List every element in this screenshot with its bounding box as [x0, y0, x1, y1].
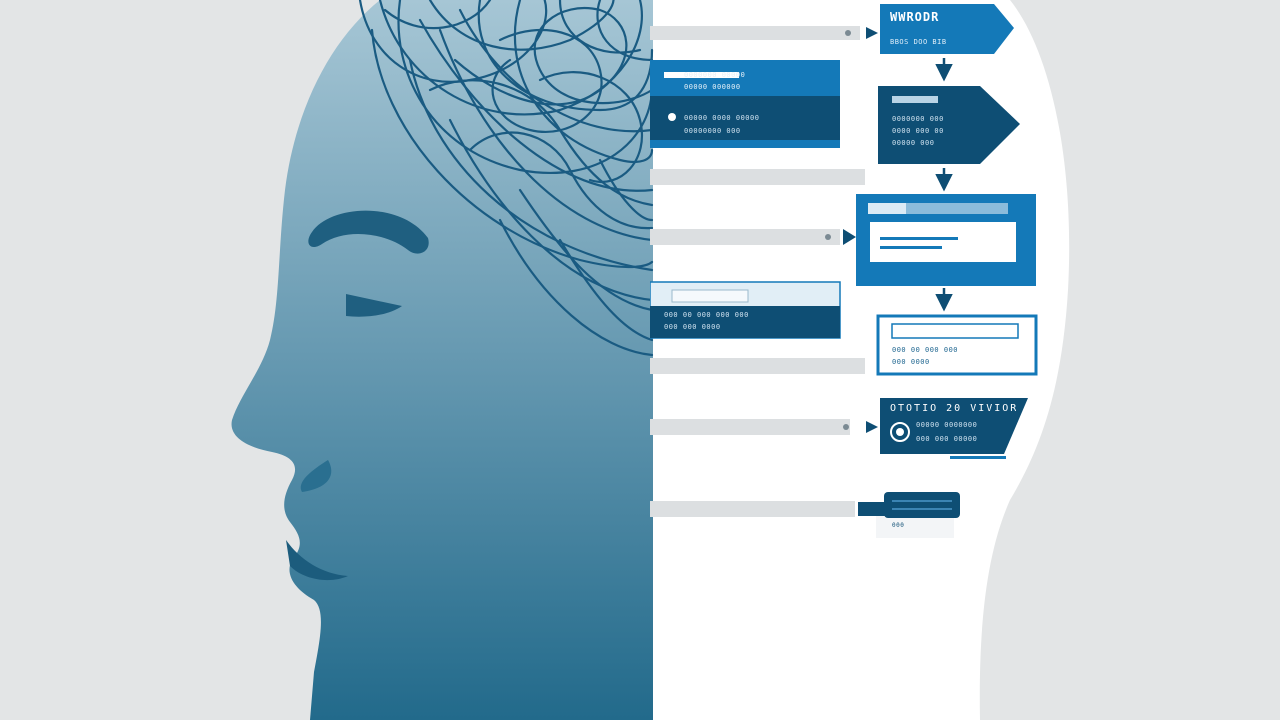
flow-top-node — [880, 4, 1014, 54]
panel-a — [650, 60, 840, 148]
dark-node-line-1: 00000 0000000 — [916, 421, 978, 429]
flow-dark-node — [880, 398, 1028, 459]
arrow-node-line-3: 00000 000 — [892, 139, 935, 147]
flow-top-title: WWRODR — [890, 10, 940, 24]
light-node-line-2: 000 0000 — [892, 358, 930, 366]
light-node-line-1: 000 00 000 000 — [892, 346, 959, 354]
panel-a-line-3: 00000 0000 00000 — [684, 114, 760, 122]
dark-node-line-2: 000 000 00000 — [916, 435, 978, 443]
panel-b-line-1: 000 00 000 000 000 — [664, 311, 749, 319]
flow-cylinder-node — [858, 492, 960, 538]
face-profile — [231, 0, 654, 720]
arrow-node-line-1: 0000000 000 — [892, 115, 944, 123]
flow-top-subtitle: BBOS DOO BIB — [890, 38, 947, 46]
cylinder-tag: 000 — [892, 522, 905, 529]
panel-b-line-2: 000 000 0000 — [664, 323, 721, 331]
eyebrow — [308, 210, 429, 254]
panel-a-line-1: 0000000 00000 — [684, 71, 746, 79]
nose-shadow — [300, 460, 332, 492]
flow-window-node — [856, 194, 1036, 286]
eye — [346, 294, 402, 317]
flow-arrow-node — [878, 86, 1020, 164]
panel-a-line-2: 00000 000000 — [684, 83, 741, 91]
mouth — [286, 540, 348, 581]
panel-b — [650, 281, 841, 339]
tangled-scribble-icon — [358, 0, 654, 357]
panel-a-line-4: 00000000 000 — [684, 127, 741, 135]
arrow-node-line-2: 0000 000 00 — [892, 127, 944, 135]
flow-light-node — [876, 314, 1038, 376]
flow-rails — [650, 26, 878, 517]
dark-node-heading: OTOTIO 20 VIVIOR — [890, 403, 1016, 414]
